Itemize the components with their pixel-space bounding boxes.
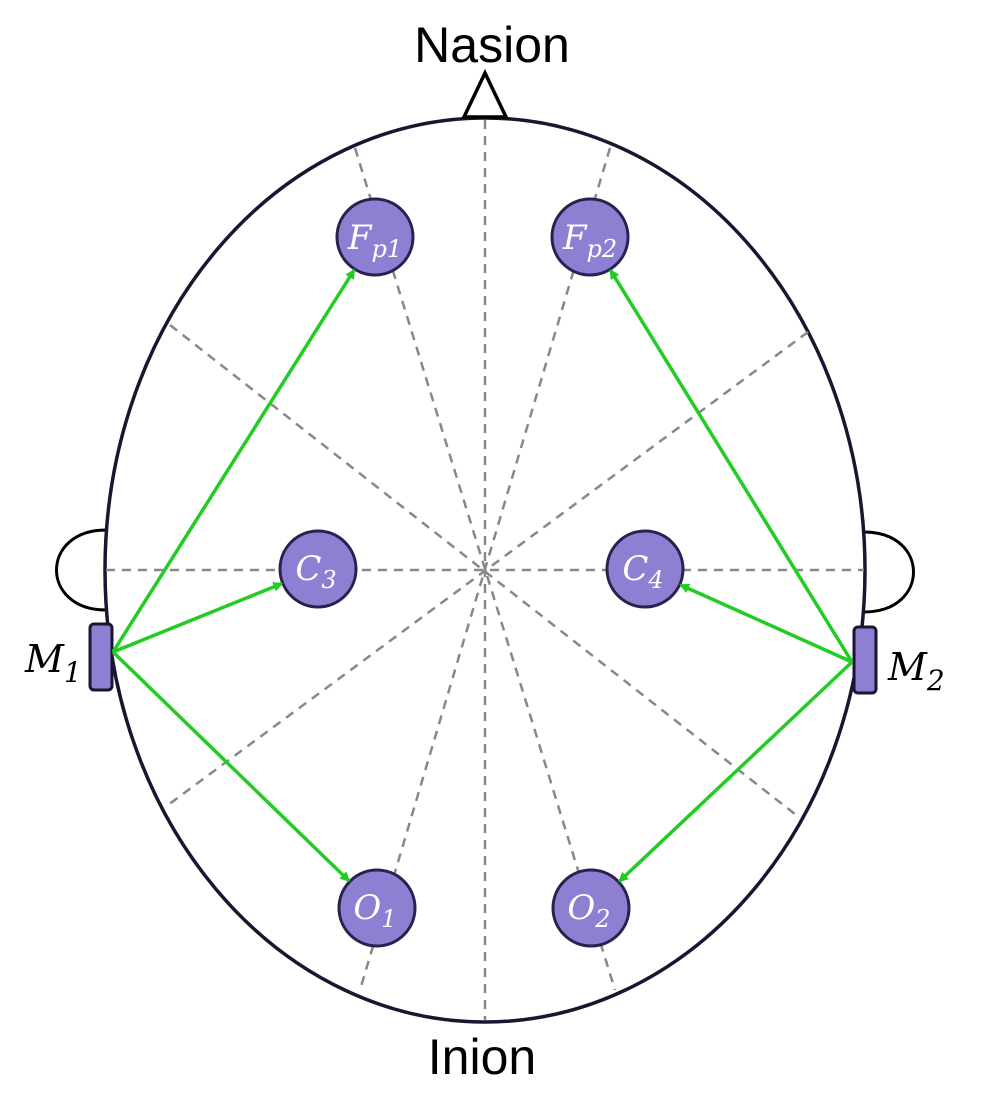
electrode-o1-label: O1 [353,888,396,933]
arrow-m2-to-c4 [679,583,853,664]
reference-m2-pad[interactable] [852,625,878,695]
arrow-m1-to-c3 [112,581,284,654]
electrode-o2[interactable]: O2 [551,868,631,948]
electrode-o1-circle [337,868,417,948]
reference-m1-label: M1 [24,637,82,689]
nasion-marker [461,68,509,119]
guide-line-fp2-o1 [358,147,612,991]
electrode-fp1-circle [335,197,415,277]
guide-line-upper-left [169,324,801,819]
nasion-label: Nasion [414,17,570,73]
electrode-o2-circle [551,868,631,948]
guide-lines [106,120,864,1020]
electrode-fp1-label: Fp1 [347,218,402,263]
electrode-o1[interactable]: O1 [337,868,417,948]
electrode-c3-label: C3 [295,549,336,594]
arrow-m1-to-o1 [111,650,351,883]
inion-label: Inion [428,1029,536,1085]
electrodes: Fp1 Fp2 C3 C4 O1 O2 [278,197,685,948]
electrode-fp2[interactable]: Fp2 [550,197,630,277]
electrode-fp2-label: Fp2 [562,218,617,263]
electrode-c4[interactable]: C4 [605,529,685,609]
electrode-fp1[interactable]: Fp1 [335,197,415,277]
electrode-c4-circle [605,529,685,609]
electrode-c3[interactable]: C3 [278,529,358,609]
left-ear [55,528,107,612]
arrow-m2-to-fp2 [609,268,854,663]
reference-arrows [111,268,854,883]
arrow-m1-to-fp1 [111,268,356,653]
right-ear [863,530,915,614]
reference-m1-pad[interactable] [88,622,114,692]
arrow-m2-to-o2 [618,660,854,883]
electrode-o2-label: O2 [567,888,610,933]
electrode-c4-label: C4 [622,549,663,594]
electrode-c3-circle [278,529,358,609]
electrode-fp2-circle [550,197,630,277]
reference-m2-label: M2 [887,645,945,697]
guide-line-upper-right [167,330,809,807]
